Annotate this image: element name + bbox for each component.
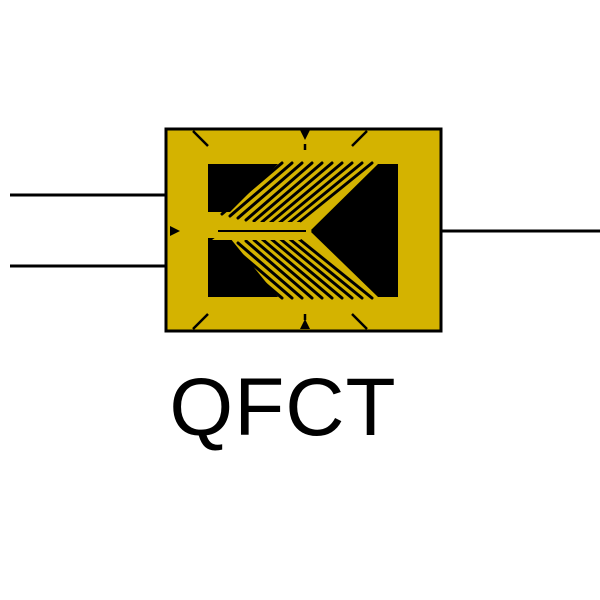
top-center-marker xyxy=(300,130,310,140)
strain-grid-upper xyxy=(220,161,374,228)
bottom-center-marker xyxy=(300,319,310,329)
strain-grid-lower xyxy=(220,233,374,300)
alignment-marks xyxy=(192,130,368,330)
component-label: QFCT xyxy=(169,362,397,453)
left-center-marker xyxy=(170,226,180,236)
sensor-cavity xyxy=(208,164,398,297)
